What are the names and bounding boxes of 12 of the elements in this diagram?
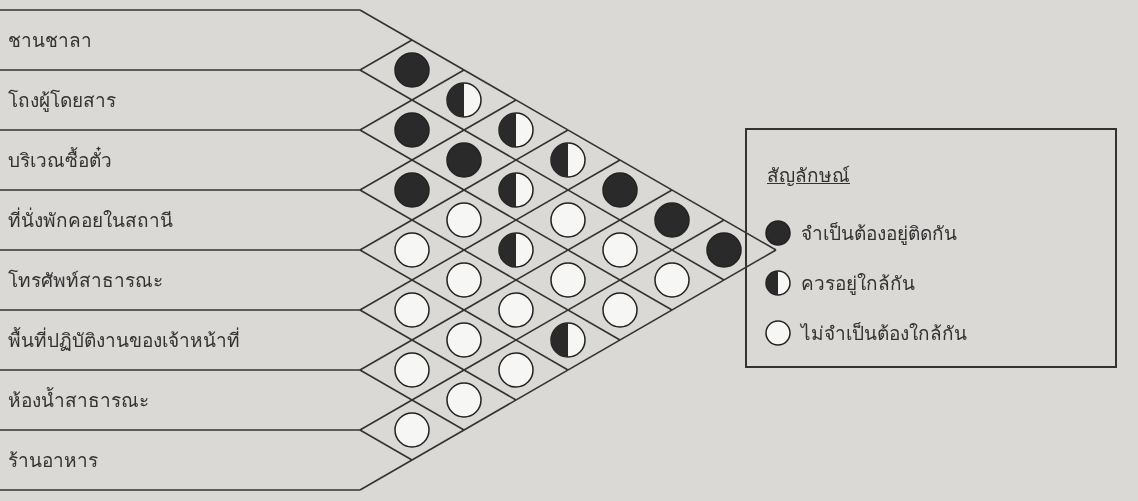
row-label: ห้องน้ำสาธารณะ — [8, 387, 149, 413]
row-label: โทรศัพท์สาธารณะ — [8, 268, 163, 293]
legend-text: ควรอยู่ใกล้กัน — [801, 271, 915, 296]
row-label: ที่นั่งพักคอยในสถานี — [8, 207, 173, 233]
legend-text: ไม่จำเป็นต้องใกล้กัน — [801, 321, 967, 346]
row-label: ร้านอาหาร — [8, 448, 98, 473]
row-label: โถงผู้โดยสาร — [8, 88, 116, 113]
row-label: ชานชาลา — [8, 28, 92, 53]
row-label: บริเวณซื้อตั๋ว — [8, 147, 112, 173]
row-label: พื้นที่ปฏิบัติงานของเจ้าหน้าที่ — [8, 327, 240, 353]
legend-title: สัญลักษณ์ — [767, 163, 850, 188]
legend-text: จำเป็นต้องอยู่ติดกัน — [801, 221, 957, 246]
